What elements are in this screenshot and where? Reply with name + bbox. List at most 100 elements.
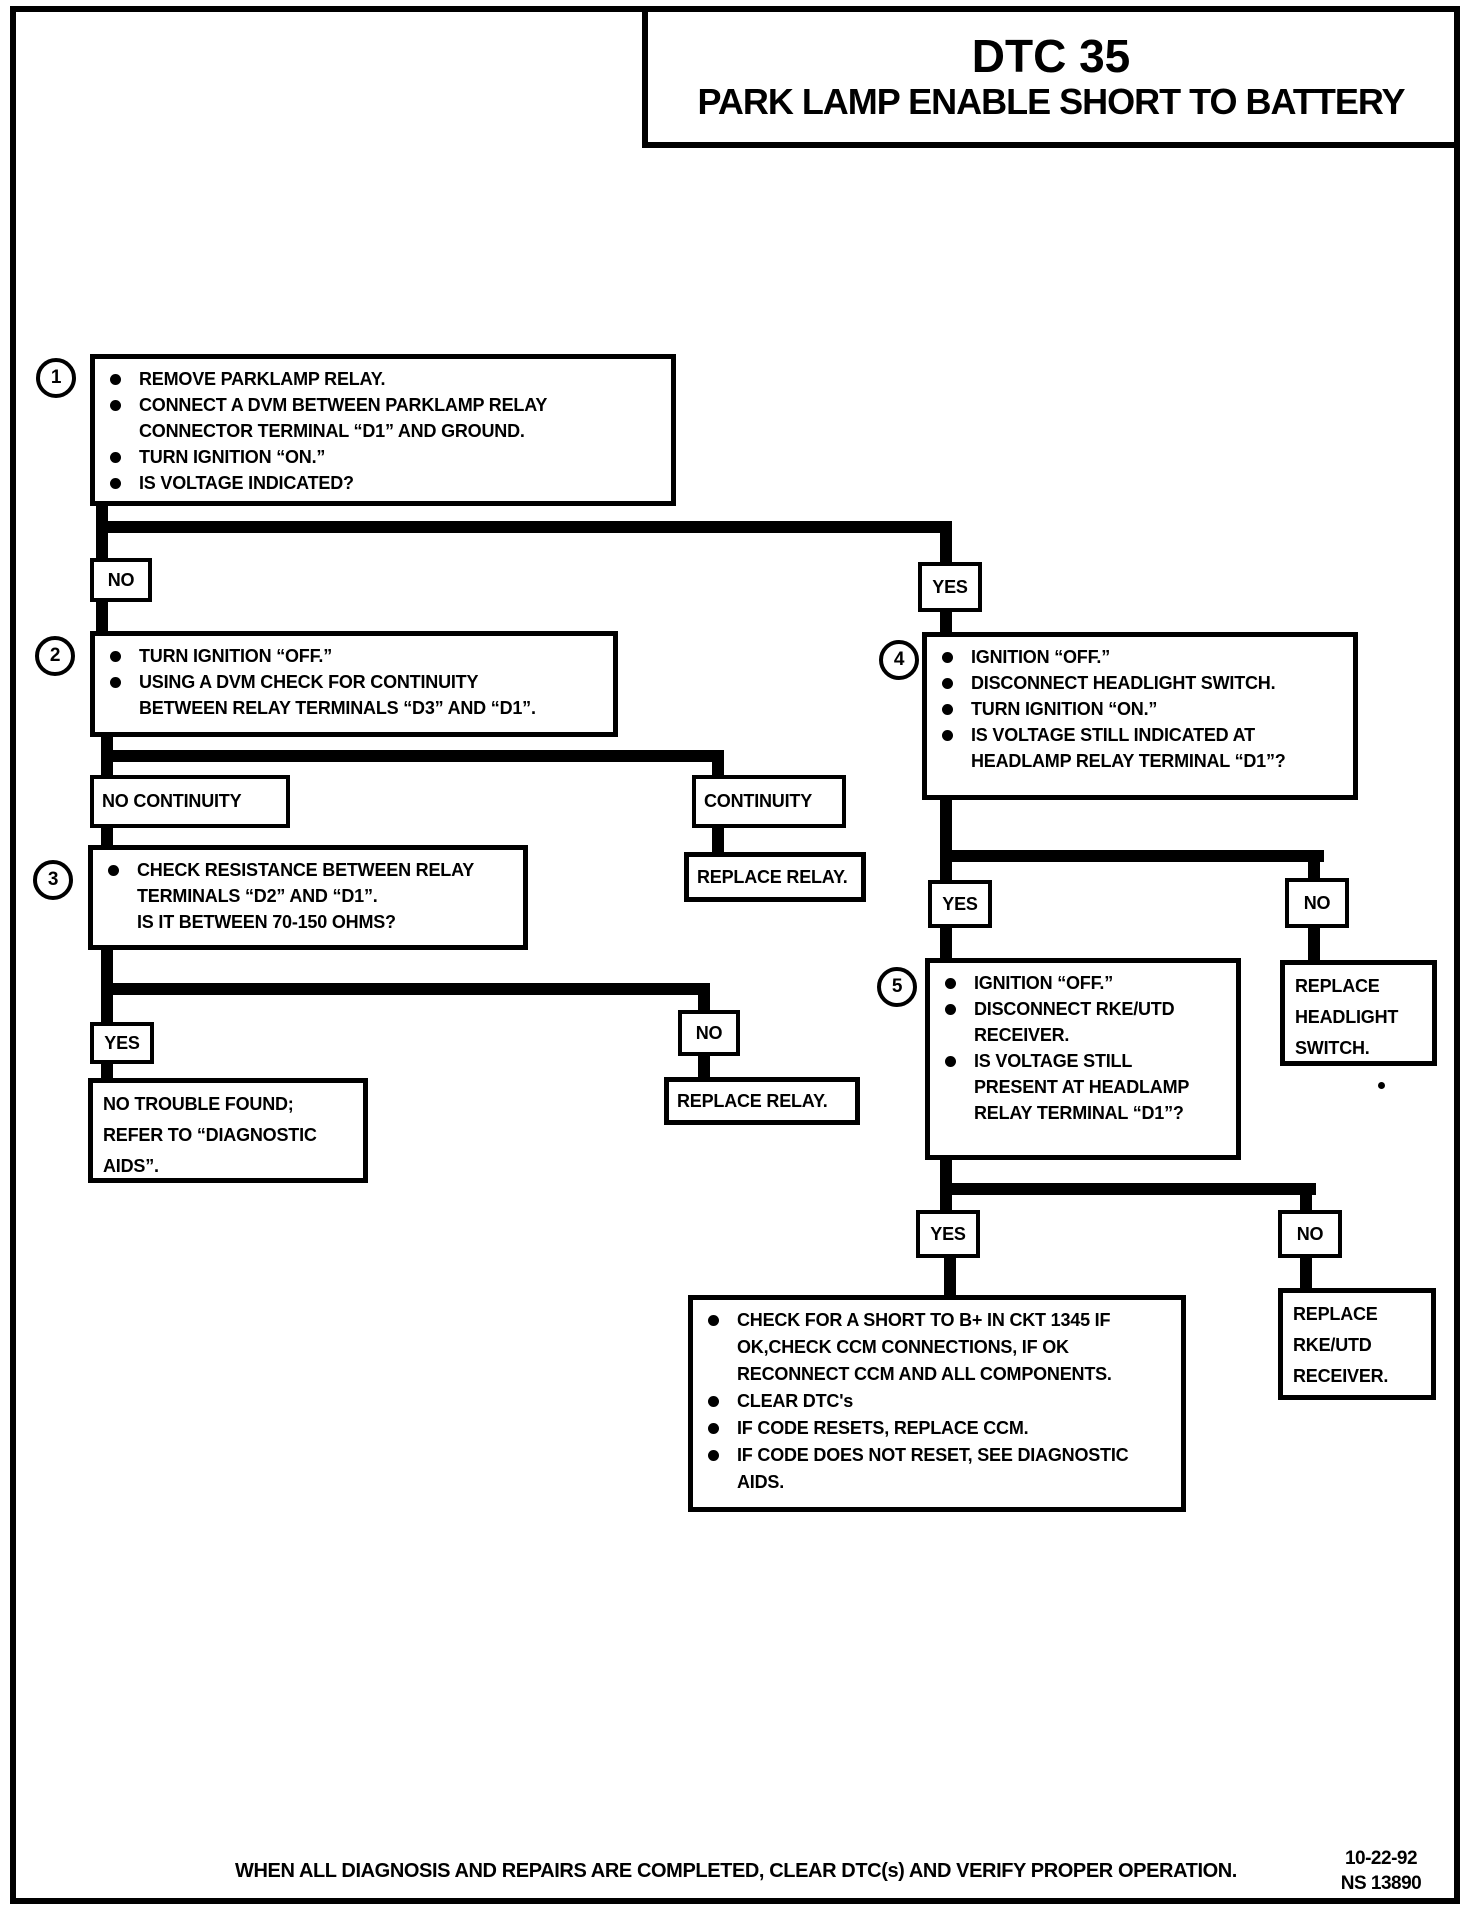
step-2-number: 2 <box>35 636 75 676</box>
decision-continuity: CONTINUITY <box>692 775 846 828</box>
page-subtitle: PARK LAMP ENABLE SHORT TO BATTERY <box>697 81 1405 122</box>
decision-no-1: NO <box>90 558 152 602</box>
connector-step1-branch-bar <box>96 521 952 533</box>
footer-doc-number: NS 13890 <box>1340 1873 1422 1894</box>
list-item: IS VOLTAGE STILL INDICATED AT <box>927 722 1345 748</box>
list-item: CHECK RESISTANCE BETWEEN RELAY <box>93 857 515 883</box>
list-item: RECEIVER. <box>974 1025 1070 1045</box>
list-item: CONNECT A DVM BETWEEN PARKLAMP RELAY <box>95 392 663 418</box>
connector-to-no5 <box>1300 1186 1312 1212</box>
list-item: USING A DVM CHECK FOR CONTINUITY <box>95 669 605 695</box>
connector-to-no3 <box>698 986 710 1012</box>
decision-yes-3: YES <box>90 1022 154 1064</box>
step-4-number: 4 <box>879 640 919 680</box>
connector-yes5-final <box>944 1256 956 1297</box>
page-border <box>10 6 1460 1904</box>
outcome-line: REPLACE <box>1293 1304 1378 1324</box>
connector-step5-branch-bar <box>940 1183 1316 1195</box>
connector-continuity-replace <box>712 826 724 854</box>
outcome-replace-relay-1: REPLACE RELAY. <box>684 852 866 902</box>
step-2-box: TURN IGNITION “OFF.” USING A DVM CHECK F… <box>90 631 618 737</box>
step-1-box: REMOVE PARKLAMP RELAY. CONNECT A DVM BET… <box>90 354 676 506</box>
footer-date: 10-22-92 <box>1344 1848 1418 1869</box>
step-4-list: IGNITION “OFF.” DISCONNECT HEADLIGHT SWI… <box>927 644 1345 774</box>
connector-step3-branch-bar <box>101 983 710 995</box>
decision-no-4: NO <box>1285 878 1349 928</box>
list-item: BETWEEN RELAY TERMINALS “D3” AND “D1”. <box>139 698 536 718</box>
connector-to-no4 <box>1308 853 1320 880</box>
decision-no-3: NO <box>678 1010 740 1056</box>
outcome-line: AIDS”. <box>103 1156 159 1176</box>
step-5-box: IGNITION “OFF.” DISCONNECT RKE/UTD RECEI… <box>925 958 1241 1160</box>
connector-no1-step2 <box>96 600 108 633</box>
list-item: HEADLAMP RELAY TERMINAL “D1”? <box>971 751 1286 771</box>
decision-no-continuity: NO CONTINUITY <box>90 775 290 828</box>
connector-step4-down <box>940 798 952 882</box>
step-1-number: 1 <box>36 358 76 398</box>
connector-no3-replace <box>698 1054 710 1079</box>
decision-yes-4: YES <box>928 880 992 928</box>
step-3-number: 3 <box>33 860 73 900</box>
outcome-no-trouble: NO TROUBLE FOUND; REFER TO “DIAGNOSTIC A… <box>88 1078 368 1183</box>
outcome-line: SWITCH. <box>1295 1038 1370 1058</box>
list-item: IF CODE DOES NOT RESET, SEE DIAGNOSTIC <box>693 1442 1173 1469</box>
step-1-list: REMOVE PARKLAMP RELAY. CONNECT A DVM BET… <box>95 366 663 496</box>
final-actions-box: CHECK FOR A SHORT TO B+ IN CKT 1345 IF O… <box>688 1295 1186 1512</box>
list-item: CONNECTOR TERMINAL “D1” AND GROUND. <box>139 421 525 441</box>
final-actions-list: CHECK FOR A SHORT TO B+ IN CKT 1345 IF O… <box>693 1307 1173 1496</box>
list-item: IS VOLTAGE INDICATED? <box>95 470 663 496</box>
list-item: TURN IGNITION “ON.” <box>95 444 663 470</box>
step-3-box: CHECK RESISTANCE BETWEEN RELAY TERMINALS… <box>88 845 528 950</box>
outcome-line: NO TROUBLE FOUND; <box>103 1094 294 1114</box>
step-5-list: IGNITION “OFF.” DISCONNECT RKE/UTD RECEI… <box>930 970 1228 1126</box>
list-item: TERMINALS “D2” AND “D1”. <box>137 886 378 906</box>
decision-no-5: NO <box>1278 1210 1342 1258</box>
connector-to-continuity <box>712 753 724 777</box>
list-item: AIDS. <box>737 1472 785 1492</box>
connector-step1-down <box>96 506 108 560</box>
list-item: CHECK FOR A SHORT TO B+ IN CKT 1345 IF <box>693 1307 1173 1334</box>
list-item: TURN IGNITION “ON.” <box>927 696 1345 722</box>
list-item: RECONNECT CCM AND ALL COMPONENTS. <box>737 1364 1112 1384</box>
list-item: IGNITION “OFF.” <box>927 644 1345 670</box>
step-3-list: CHECK RESISTANCE BETWEEN RELAY TERMINALS… <box>93 857 515 935</box>
step-5-number: 5 <box>877 967 917 1007</box>
decision-yes-1: YES <box>918 562 982 612</box>
list-item: DISCONNECT HEADLIGHT SWITCH. <box>927 670 1345 696</box>
list-item: RELAY TERMINAL “D1”? <box>974 1103 1184 1123</box>
outcome-line: RECEIVER. <box>1293 1366 1389 1386</box>
outcome-line: HEADLIGHT <box>1295 1007 1399 1027</box>
footer-code-block: 10-22-92 NS 13890 <box>1326 1846 1436 1896</box>
connector-step2-branch-bar <box>101 750 724 762</box>
step-4-box: IGNITION “OFF.” DISCONNECT HEADLIGHT SWI… <box>922 632 1358 800</box>
page-title: DTC 35 <box>971 30 1131 82</box>
decision-yes-5: YES <box>916 1210 980 1258</box>
connector-to-yes1 <box>940 524 952 564</box>
outcome-line: RKE/UTD <box>1293 1335 1372 1355</box>
list-item: DISCONNECT RKE/UTD <box>930 996 1228 1022</box>
list-item: OK,CHECK CCM CONNECTIONS, IF OK <box>737 1337 1069 1357</box>
list-item: IS VOLTAGE STILL <box>930 1048 1228 1074</box>
connector-yes1-step4 <box>940 608 952 634</box>
outcome-line: REFER TO “DIAGNOSTIC <box>103 1125 317 1145</box>
connector-nocontinuity-step3 <box>101 825 113 847</box>
outcome-replace-relay-2: REPLACE RELAY. <box>664 1077 860 1125</box>
list-item: CLEAR DTC's <box>693 1388 1173 1415</box>
list-item: TURN IGNITION “OFF.” <box>95 643 605 669</box>
step-2-list: TURN IGNITION “OFF.” USING A DVM CHECK F… <box>95 643 605 721</box>
connector-step4-branch-bar <box>940 850 1324 862</box>
scan-dot-artifact <box>1378 1082 1385 1089</box>
connector-no4-replaceheadlight <box>1308 925 1320 962</box>
list-item: REMOVE PARKLAMP RELAY. <box>95 366 663 392</box>
outcome-line: REPLACE <box>1295 976 1380 996</box>
list-item: IGNITION “OFF.” <box>930 970 1228 996</box>
list-item: IS IT BETWEEN 70-150 OHMS? <box>137 912 396 932</box>
title-box: DTC 35 PARK LAMP ENABLE SHORT TO BATTERY <box>642 6 1460 148</box>
footer-note: WHEN ALL DIAGNOSIS AND REPAIRS ARE COMPL… <box>235 1860 1237 1882</box>
outcome-replace-rke: REPLACE RKE/UTD RECEIVER. <box>1278 1288 1436 1400</box>
connector-yes3-notrouble <box>101 1062 113 1080</box>
connector-no5-replacerke <box>1300 1256 1312 1290</box>
list-item: PRESENT AT HEADLAMP <box>974 1077 1190 1097</box>
outcome-replace-headlight: REPLACE HEADLIGHT SWITCH. <box>1280 960 1437 1066</box>
